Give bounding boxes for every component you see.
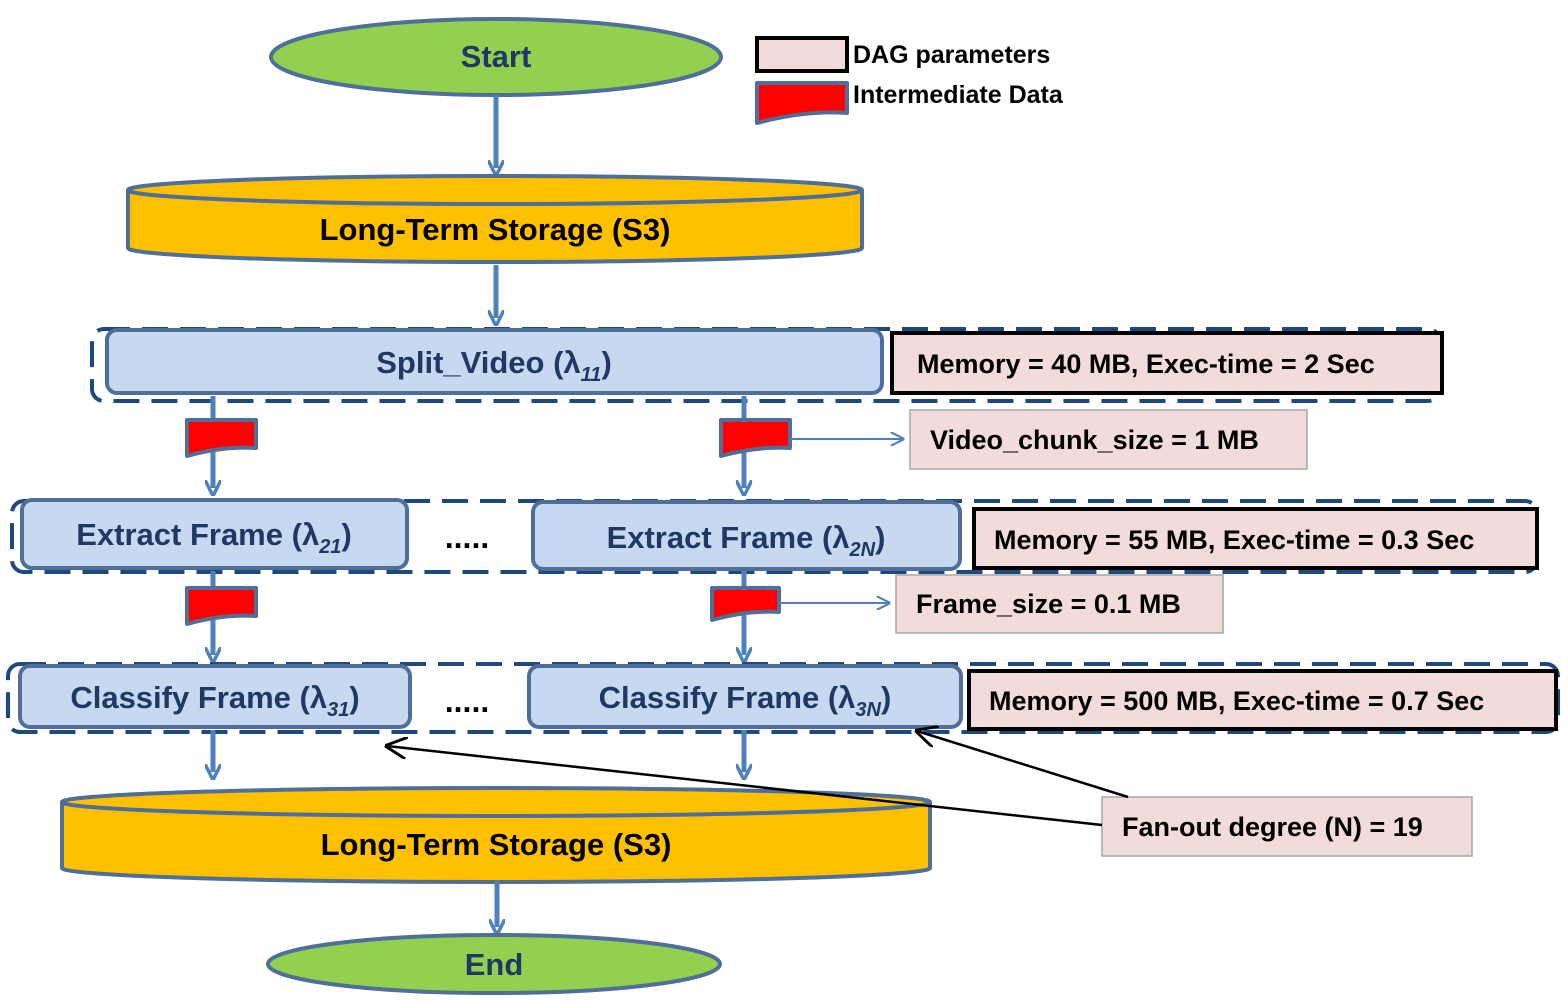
extract-frame-n-label: Extract Frame (λ2N) <box>607 520 886 561</box>
fan-out-pointer-classify-n <box>917 731 1129 799</box>
split-video-node: Split_Video (λ11) <box>105 328 884 395</box>
video-chunk-param-box: Video_chunk_size = 1 MB <box>909 409 1308 470</box>
intermediate-data-icon <box>719 418 792 458</box>
extract-frame-1-label: Extract Frame (λ21) <box>76 517 352 558</box>
extract-ellipsis: ..... <box>445 519 489 555</box>
fan-out-param-box: Fan-out degree (N) = 19 <box>1101 796 1473 857</box>
end-label: End <box>465 947 524 982</box>
classify-frame-param-text: Memory = 500 MB, Exec-time = 0.7 Sec <box>989 686 1484 716</box>
split-video-param-text: Memory = 40 MB, Exec-time = 2 Sec <box>917 349 1375 379</box>
storage-top-node: Long-Term Storage (S3) <box>126 174 864 264</box>
legend-dag-parameters-label: DAG parameters <box>853 41 1050 69</box>
intermediate-data-icon <box>710 586 781 622</box>
end-node: End <box>266 933 722 995</box>
legend-intermediate-data-swatch <box>755 81 849 125</box>
frame-size-param-box: Frame_size = 0.1 MB <box>895 574 1224 634</box>
classify-frame-1-node: Classify Frame (λ31) <box>18 664 412 729</box>
extract-frame-param-box: Memory = 55 MB, Exec-time = 0.3 Sec <box>972 507 1539 570</box>
classify-ellipsis: ..... <box>445 683 489 719</box>
legend-dag-parameters-swatch <box>755 36 849 73</box>
legend: DAG parameters Intermediate Data <box>755 36 1064 125</box>
classify-frame-n-node: Classify Frame (λ3N) <box>527 664 963 729</box>
extract-frame-param-text: Memory = 55 MB, Exec-time = 0.3 Sec <box>994 525 1474 555</box>
storage-bottom-label: Long-Term Storage (S3) <box>321 827 672 862</box>
legend-intermediate-data-label: Intermediate Data <box>853 81 1064 109</box>
extract-frame-1-node: Extract Frame (λ21) <box>20 498 409 570</box>
video-chunk-param-text: Video_chunk_size = 1 MB <box>930 425 1259 455</box>
fan-out-pointer-classify-1 <box>387 746 1103 827</box>
intermediate-data-icon <box>185 418 258 458</box>
split-video-label: Split_Video (λ11) <box>376 345 612 386</box>
start-node: Start <box>269 17 723 97</box>
frame-size-param-text: Frame_size = 0.1 MB <box>916 589 1181 619</box>
extract-frame-n-node: Extract Frame (λ2N) <box>531 500 962 571</box>
start-label: Start <box>461 39 532 74</box>
storage-top-label: Long-Term Storage (S3) <box>320 212 671 247</box>
intermediate-data-icon <box>185 586 258 626</box>
classify-frame-1-label: Classify Frame (λ31) <box>70 680 359 721</box>
storage-bottom-node: Long-Term Storage (S3) <box>60 786 932 884</box>
classify-frame-n-label: Classify Frame (λ3N) <box>599 680 892 721</box>
split-video-param-box: Memory = 40 MB, Exec-time = 2 Sec <box>890 331 1444 395</box>
classify-frame-param-box: Memory = 500 MB, Exec-time = 0.7 Sec <box>967 669 1558 731</box>
fan-out-param-text: Fan-out degree (N) = 19 <box>1122 812 1423 842</box>
